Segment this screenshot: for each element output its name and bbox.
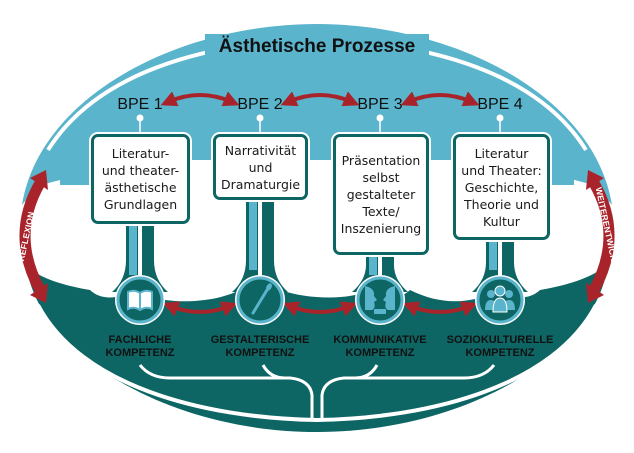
book-icon	[127, 289, 153, 312]
arrow-komp3-komp4	[402, 301, 478, 317]
komp-circle-2	[235, 275, 285, 325]
faces-dialogue-icon	[365, 286, 395, 314]
people-group-icon	[485, 285, 515, 313]
paintbrush-icon	[251, 283, 272, 315]
bpe-box-1: Literatur- und theater- ästhetische Grun…	[91, 134, 190, 224]
reflexion-label: REFLEXION	[16, 211, 36, 262]
bpe-label-1: BPE 1	[117, 96, 162, 113]
komp-label-1-line1: FACHLICHE	[109, 334, 172, 346]
komp-circle-1	[115, 275, 165, 325]
bpe-label-2: BPE 2	[237, 96, 282, 113]
komp-circle-4	[475, 275, 525, 325]
arrow-bpe3-bpe4	[400, 91, 480, 107]
pins	[136, 114, 504, 134]
komp-label-2-line2: KOMPETENZ	[225, 347, 294, 359]
arrow-bpe1-bpe2	[160, 91, 240, 107]
arrow-komp1-komp2	[162, 301, 238, 317]
arrow-komp2-komp3	[282, 301, 358, 317]
title-bg	[205, 34, 429, 58]
komp-label-4-line1: SOZIOKULTURELLE	[447, 334, 554, 346]
bpe-box-3: Präsentation selbst gestalteter Texte/ I…	[333, 134, 429, 255]
bpe-label-4: BPE 4	[477, 96, 522, 113]
bpe-box-4: Literatur und Theater: Geschichte, Theor…	[453, 134, 550, 240]
komp-label-4-line2: KOMPETENZ	[465, 347, 534, 359]
komp-label-2-line1: GESTALTERISCHE	[211, 334, 310, 346]
arrow-bpe2-bpe3	[280, 91, 360, 107]
bpe-label-3: BPE 3	[357, 96, 402, 113]
komp-circle-3	[355, 275, 405, 325]
bpe-box-2: Narrativität und Dramaturgie	[213, 134, 308, 200]
diagram-title: Ästhetische Prozesse	[219, 36, 415, 57]
komp-label-3-line1: KOMMUNIKATIVE	[333, 334, 426, 346]
komp-label-3-line2: KOMPETENZ	[345, 347, 414, 359]
reflexion-arrow: REFLEXION	[16, 170, 48, 303]
komp-label-1-line2: KOMPETENZ	[105, 347, 174, 359]
